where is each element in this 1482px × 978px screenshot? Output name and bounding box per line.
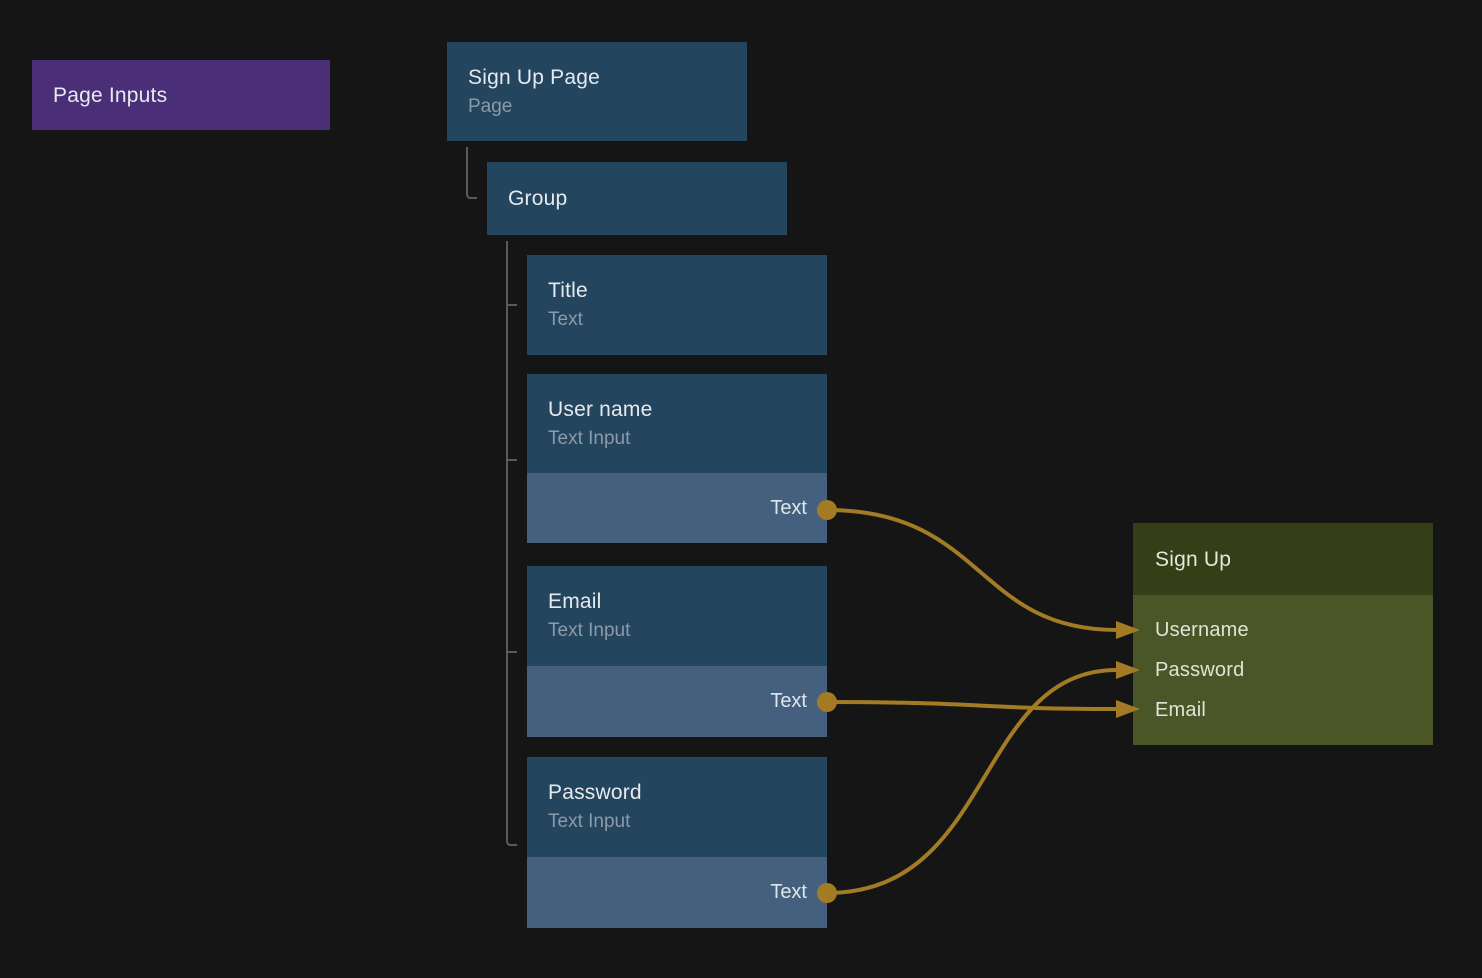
- node-title: User name: [548, 397, 653, 421]
- node-type-label: Text Input: [548, 811, 631, 832]
- node-title: Page Inputs: [53, 83, 168, 107]
- node-title: Title: [548, 279, 588, 302]
- node-group[interactable]: Group: [487, 162, 787, 235]
- node-page-inputs[interactable]: Page Inputs: [32, 60, 330, 130]
- node-title: Sign Up: [1155, 547, 1232, 571]
- output-port-label: Text: [770, 496, 807, 519]
- node-type-label: Text: [548, 309, 583, 330]
- node-title: Email: [548, 590, 602, 613]
- input-email[interactable]: Email: [1155, 698, 1207, 721]
- node-email[interactable]: Email Text Input: [527, 566, 827, 666]
- node-title-text[interactable]: Title Text: [527, 255, 827, 355]
- node-sign-up-page[interactable]: Sign Up Page Page: [447, 42, 747, 141]
- node-type-label: Page: [468, 95, 513, 117]
- input-username[interactable]: Username: [1155, 618, 1249, 641]
- node-title: Group: [508, 187, 568, 210]
- wire-password[interactable]: [826, 668, 1118, 895]
- node-title: Sign Up Page: [468, 65, 600, 89]
- output-row-email[interactable]: Text: [527, 666, 827, 737]
- node-type-label: Text Input: [548, 427, 631, 449]
- node-title: Password: [548, 781, 642, 804]
- tree-connector-group-spine: [506, 241, 517, 846]
- output-port-label: Text: [770, 690, 807, 712]
- output-row-password[interactable]: Text: [527, 857, 827, 928]
- node-type-label: Text Input: [548, 620, 631, 641]
- sign-up-inputs: Username Password Email: [1133, 595, 1433, 745]
- wire-email[interactable]: [826, 700, 1118, 711]
- node-sign-up[interactable]: Sign Up Username Password Email: [1133, 523, 1433, 745]
- node-password[interactable]: Password Text Input: [527, 757, 827, 857]
- output-row-user-name[interactable]: Text: [527, 473, 827, 543]
- tree-connector-page-to-group: [466, 147, 477, 199]
- input-password[interactable]: Password: [1155, 658, 1245, 681]
- wire-username[interactable]: [826, 508, 1118, 632]
- output-port-label: Text: [770, 881, 807, 903]
- node-user-name[interactable]: User name Text Input: [527, 374, 827, 473]
- sign-up-header: Sign Up: [1133, 523, 1433, 595]
